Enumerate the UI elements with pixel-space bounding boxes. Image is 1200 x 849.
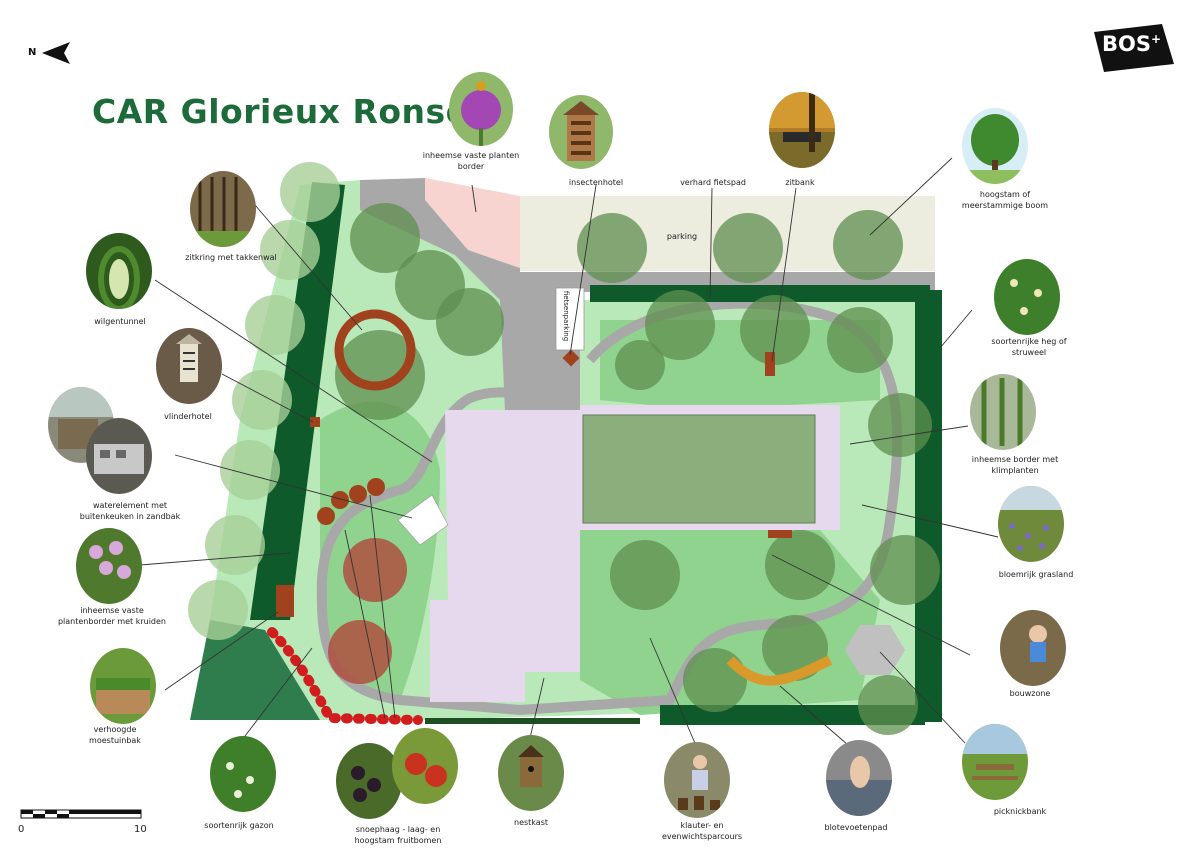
tree: [350, 203, 420, 273]
label-soortenrijke-heg: soortenrijke heg of struweel: [991, 337, 1067, 357]
label-bouwzone: bouwzone: [1009, 689, 1051, 698]
label-verhard-fietspad: verhard fietspad: [680, 178, 746, 187]
photo-picnic-bench: [962, 724, 1028, 800]
tree: [245, 295, 305, 355]
photo-blackberries: [336, 743, 402, 819]
scale-end: 10: [134, 824, 147, 835]
label-plantenborder-kruiden: inheemse vaste plantenborder met kruiden: [57, 606, 167, 626]
photo-lawn: [210, 736, 276, 812]
photo-climbing-plants: [970, 374, 1036, 450]
inner-court: [582, 414, 816, 524]
photo-barefoot-path: [826, 740, 892, 816]
north-letter: N: [28, 47, 36, 58]
bos-logo-plus: +: [1150, 32, 1162, 46]
fruit-tree: [343, 538, 407, 602]
photo-raised-bed: [90, 648, 156, 724]
garden-element: [310, 417, 320, 427]
label-inheemse-border-klimplanten: inheemse border met klimplanten: [971, 455, 1059, 475]
photo-tree: [962, 108, 1028, 184]
garden-element: [349, 485, 367, 503]
tree: [858, 675, 918, 735]
tree: [765, 530, 835, 600]
photo-insect-hotel: [549, 95, 613, 169]
photo-bench-park: [769, 92, 835, 168]
label-hoogstam: hoogstam of meerstammige boom: [961, 190, 1049, 210]
bos-logo-text: BOS+: [1102, 32, 1161, 56]
tree: [280, 162, 340, 222]
garden-element: [367, 478, 385, 496]
access-road: [360, 178, 935, 410]
tree: [577, 213, 647, 283]
garden-element: [317, 507, 335, 525]
scale-bar: [20, 809, 142, 819]
label-klauter: klauter- en evenwichtsparcours: [661, 821, 743, 841]
label-nestkast: nestkast: [514, 818, 548, 827]
tree: [645, 290, 715, 360]
tree: [436, 288, 504, 356]
photo-willow-tunnel: [86, 233, 152, 309]
tree: [833, 210, 903, 280]
photo-allium: [449, 72, 513, 146]
photo-climbing-course: [664, 742, 730, 818]
label-gazon: soortenrijk gazon: [204, 821, 274, 830]
photo-butterfly-hotel: [156, 328, 222, 404]
photo-willow-fence: [190, 171, 256, 247]
tree: [260, 220, 320, 280]
photo-flower-meadow: [998, 486, 1064, 562]
photo-hedge: [994, 259, 1060, 335]
garden-element: [765, 352, 775, 376]
north-arrow-icon: N: [28, 42, 70, 64]
tree: [220, 440, 280, 500]
label-zitkring: zitkring met takkenwal: [185, 253, 277, 262]
label-wilgentunnel: wilgentunnel: [94, 317, 146, 326]
garden-element: [331, 491, 349, 509]
page-title: CAR Glorieux Ronse: [92, 92, 469, 131]
label-vlinderhotel: vlinderhotel: [164, 412, 212, 421]
label-waterelement: waterelement met buitenkeuken in zandbak: [79, 501, 181, 521]
label-inheemse-vaste-planten-border: inheemse vaste planten border: [422, 151, 520, 171]
bos-logo-letters: BOS: [1102, 32, 1151, 56]
tree: [205, 515, 265, 575]
label-moestuinbak: verhoogde moestuinbak: [89, 725, 141, 745]
barefoot-path: [726, 655, 833, 686]
photo-outdoor-kitchen: [86, 418, 152, 494]
tree: [610, 540, 680, 610]
tree: [615, 340, 665, 390]
bos-logo-icon: [1094, 24, 1174, 72]
label-picknickbank: picknickbank: [993, 807, 1047, 816]
tree: [683, 648, 747, 712]
label-zitbank: zitbank: [785, 178, 815, 187]
photo-herb-border: [76, 528, 142, 604]
parking-label: parking: [666, 232, 698, 241]
hedge-bottom-left: [425, 718, 640, 724]
photo-nest-box: [498, 735, 564, 811]
label-blotevoetenpad: blotevoetenpad: [824, 823, 888, 832]
tree: [868, 393, 932, 457]
photo-build-zone: [1000, 610, 1066, 686]
tree: [713, 213, 783, 283]
tree: [827, 307, 893, 373]
label-bloemrijk-grasland: bloemrijk grasland: [998, 570, 1074, 579]
label-insectenhotel: insectenhotel: [568, 178, 624, 187]
label-snoephaag: snoephaag - laag- en hoogstam fruitbomen: [354, 825, 442, 845]
photo-apples: [392, 728, 458, 804]
bike-parking-label: fietsenparking: [562, 290, 571, 342]
fruit-tree: [328, 620, 392, 684]
water-element: [397, 494, 449, 546]
tree: [188, 580, 248, 640]
tree: [870, 535, 940, 605]
scale-start: 0: [18, 824, 25, 835]
hedge-right: [915, 290, 942, 722]
garden-element: [276, 585, 294, 617]
pink-border-top: [425, 178, 520, 268]
garden-element: [768, 530, 792, 538]
